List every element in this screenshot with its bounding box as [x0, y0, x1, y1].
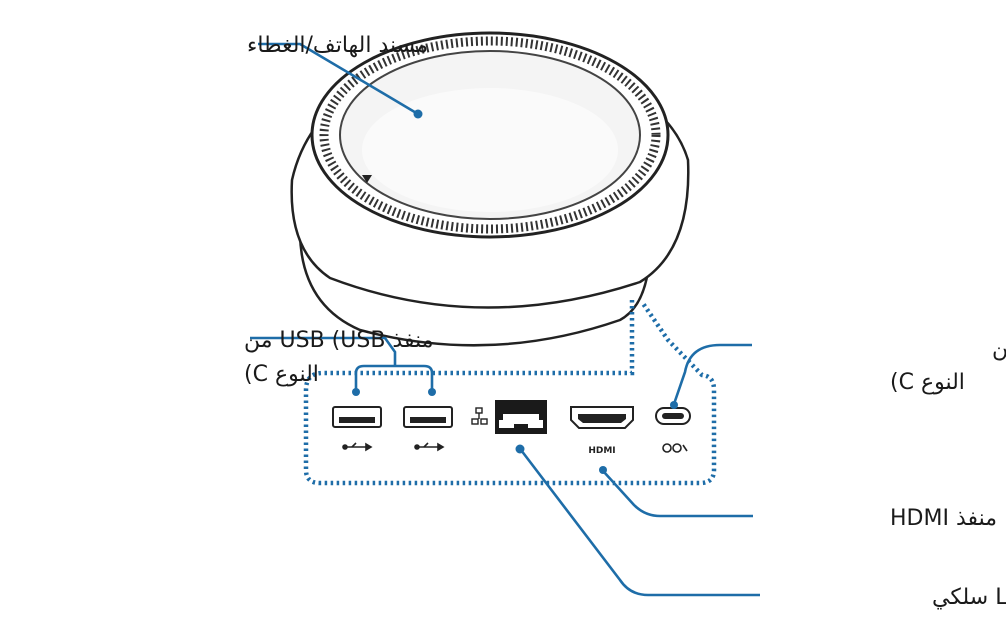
leader-lan [519, 449, 760, 597]
lan-port [495, 400, 547, 434]
network-icon [471, 407, 488, 425]
label-usb-ports-line2: النوع C) [244, 362, 319, 387]
cover-highlight [362, 88, 618, 212]
ports-panel: HDMI [332, 400, 691, 456]
label-phone-stand: مسند الهاتف/الغطاء [247, 33, 428, 58]
label-usb-ports-line1: منفذ USB (USB من [244, 328, 434, 353]
usb-symbol-icon [342, 442, 373, 452]
power-symbol-icon [662, 443, 688, 453]
leader-hdmi [603, 471, 753, 518]
hdmi-mark: HDMI [588, 446, 615, 456]
leader-lines [250, 42, 760, 597]
labels: مسند الهاتف/الغطاء منفذ USB (USB من النو… [244, 33, 1006, 610]
leader-usb-ports [250, 336, 397, 366]
vent-ring [319, 36, 661, 234]
device-illustration [290, 31, 690, 347]
label-charger-port-line2: النوع C) [890, 370, 965, 395]
usb-symbol-icon [414, 442, 445, 452]
callout-dotted-outline [303, 300, 717, 486]
label-hdmi-port: منفذ HDMI [890, 506, 997, 531]
label-lan-port: منفذ LAN سلكي [932, 585, 1006, 610]
leader-phone-stand [258, 42, 419, 116]
label-charger-port-line1: منفذ الشاحن (USB من [992, 336, 1006, 361]
triangle-marker-icon [362, 175, 372, 183]
leader-charger-port [672, 343, 752, 405]
